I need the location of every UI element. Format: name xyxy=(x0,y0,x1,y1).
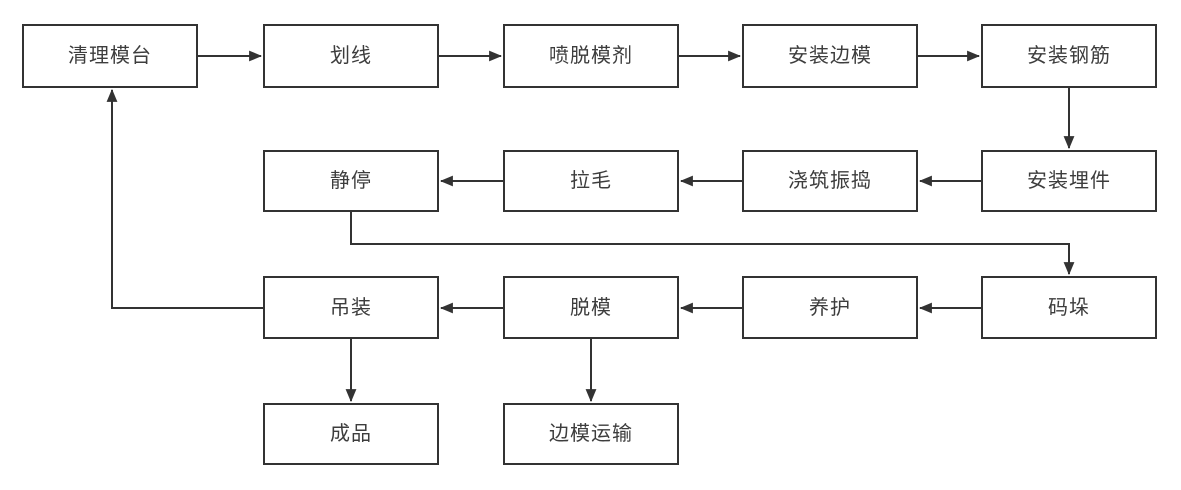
flow-node-pouring-vibrating: 浇筑振捣 xyxy=(742,150,918,212)
flow-node-side-form-transport: 边模运输 xyxy=(503,403,679,465)
flow-node-label: 码垛 xyxy=(1048,296,1090,319)
flow-node-label: 喷脱模剂 xyxy=(549,45,633,67)
flow-node-stacking: 码垛 xyxy=(981,276,1157,339)
flow-node-static-resting: 静停 xyxy=(263,150,439,212)
flow-node-label: 拉毛 xyxy=(570,170,612,192)
flow-node-label: 清理模台 xyxy=(68,45,152,67)
flow-node-curing: 养护 xyxy=(742,276,918,339)
flow-node-label: 划线 xyxy=(330,45,372,67)
flow-node-install-rebar: 安装钢筋 xyxy=(981,24,1157,88)
flow-node-scribing: 划线 xyxy=(263,24,439,88)
flow-node-label: 成品 xyxy=(330,423,372,445)
connector-hoisting-to-clean-mold-table xyxy=(106,88,263,309)
flow-node-label: 安装埋件 xyxy=(1027,170,1111,192)
flow-node-spray-release-agent: 喷脱模剂 xyxy=(503,24,679,88)
flow-node-install-embedded-parts: 安装埋件 xyxy=(981,150,1157,212)
connector-static-resting-to-stacking xyxy=(350,212,1075,276)
flow-node-label: 养护 xyxy=(809,296,851,319)
flow-node-demolding: 脱模 xyxy=(503,276,679,339)
flow-node-label: 吊装 xyxy=(330,296,372,319)
flow-node-install-side-forms: 安装边模 xyxy=(742,24,918,88)
flow-node-hoisting: 吊装 xyxy=(263,276,439,339)
flow-node-finished-product: 成品 xyxy=(263,403,439,465)
flow-node-label: 浇筑振捣 xyxy=(788,170,872,192)
flow-node-label: 边模运输 xyxy=(549,423,633,445)
flow-node-label: 安装边模 xyxy=(788,45,872,67)
flow-node-label: 安装钢筋 xyxy=(1027,45,1111,67)
flow-node-label: 静停 xyxy=(330,170,372,192)
flow-node-clean-mold-table: 清理模台 xyxy=(22,24,198,88)
flow-node-label: 脱模 xyxy=(570,296,612,319)
flow-node-roughening: 拉毛 xyxy=(503,150,679,212)
